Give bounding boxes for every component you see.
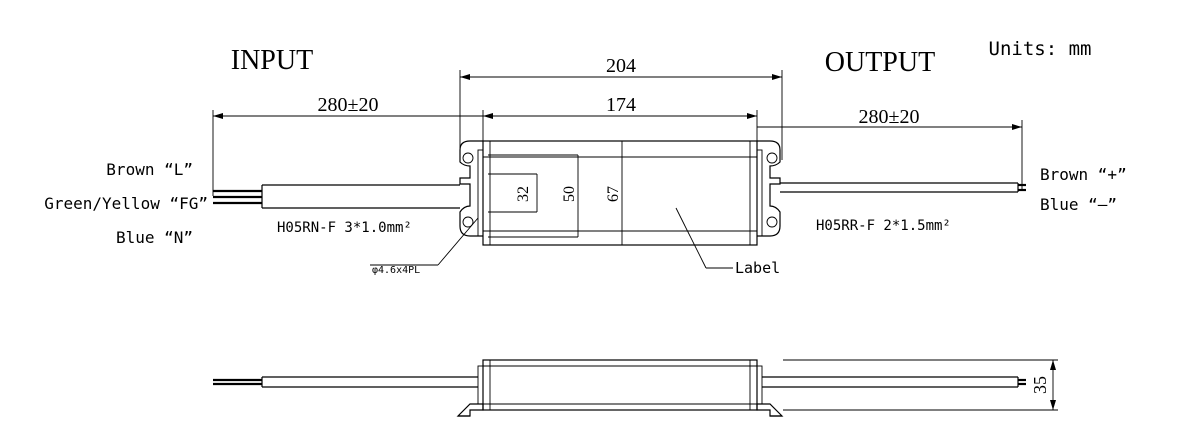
dim-width-67: 67 <box>605 186 622 202</box>
hole-leader <box>437 217 479 266</box>
right-endcap <box>756 149 763 237</box>
dim-input-cable: 280±20 <box>318 94 379 116</box>
side-flange-left <box>456 403 484 417</box>
left-endcap <box>477 149 484 237</box>
label-leader <box>675 207 707 269</box>
hole-spec: φ4.6x4PL <box>372 265 420 276</box>
dim-output-cable: 280±20 <box>859 106 920 128</box>
top-view: 32 50 67 Label φ4.6x4PL <box>213 140 1026 277</box>
dim-width-50: 50 <box>561 186 578 202</box>
input-wire-label-brown: Brown “L” <box>106 160 193 179</box>
right-flange <box>757 140 781 237</box>
mount-hole-tr <box>766 152 778 164</box>
output-cable-spec: H05RR-F 2*1.5mm² <box>816 218 951 234</box>
side-view: 35 <box>213 359 1058 417</box>
output-wire-label-brown: Brown “+” <box>1040 165 1127 184</box>
output-title: OUTPUT <box>825 47 935 78</box>
mount-hole-tl <box>462 152 474 164</box>
label-callout: Label <box>735 259 780 277</box>
input-title: INPUT <box>231 45 313 76</box>
side-flange-right <box>756 403 784 417</box>
input-wire-label-blue: Blue “N” <box>116 228 193 247</box>
input-cable <box>213 184 460 209</box>
top-dimensions: 204 174 280±20 280±20 <box>212 55 1023 196</box>
input-cable-spec: H05RN-F 3*1.0mm² <box>277 220 412 236</box>
units-label: Units: mm <box>989 38 1092 60</box>
output-cable <box>780 182 1026 193</box>
dim-overall-length: 204 <box>606 55 636 77</box>
dim-width-32: 32 <box>515 186 532 202</box>
side-case <box>482 359 758 411</box>
mount-hole-br <box>766 216 778 228</box>
mount-hole-bl <box>462 216 474 228</box>
input-wire-label-fg: Green/Yellow “FG” <box>44 194 208 213</box>
width-dimensions: 32 50 67 <box>488 154 622 238</box>
output-wire-label-blue: Blue “–” <box>1040 195 1117 214</box>
dim-case-length: 174 <box>606 94 636 116</box>
dim-height: 35 <box>1030 376 1050 394</box>
left-flange <box>459 140 483 237</box>
